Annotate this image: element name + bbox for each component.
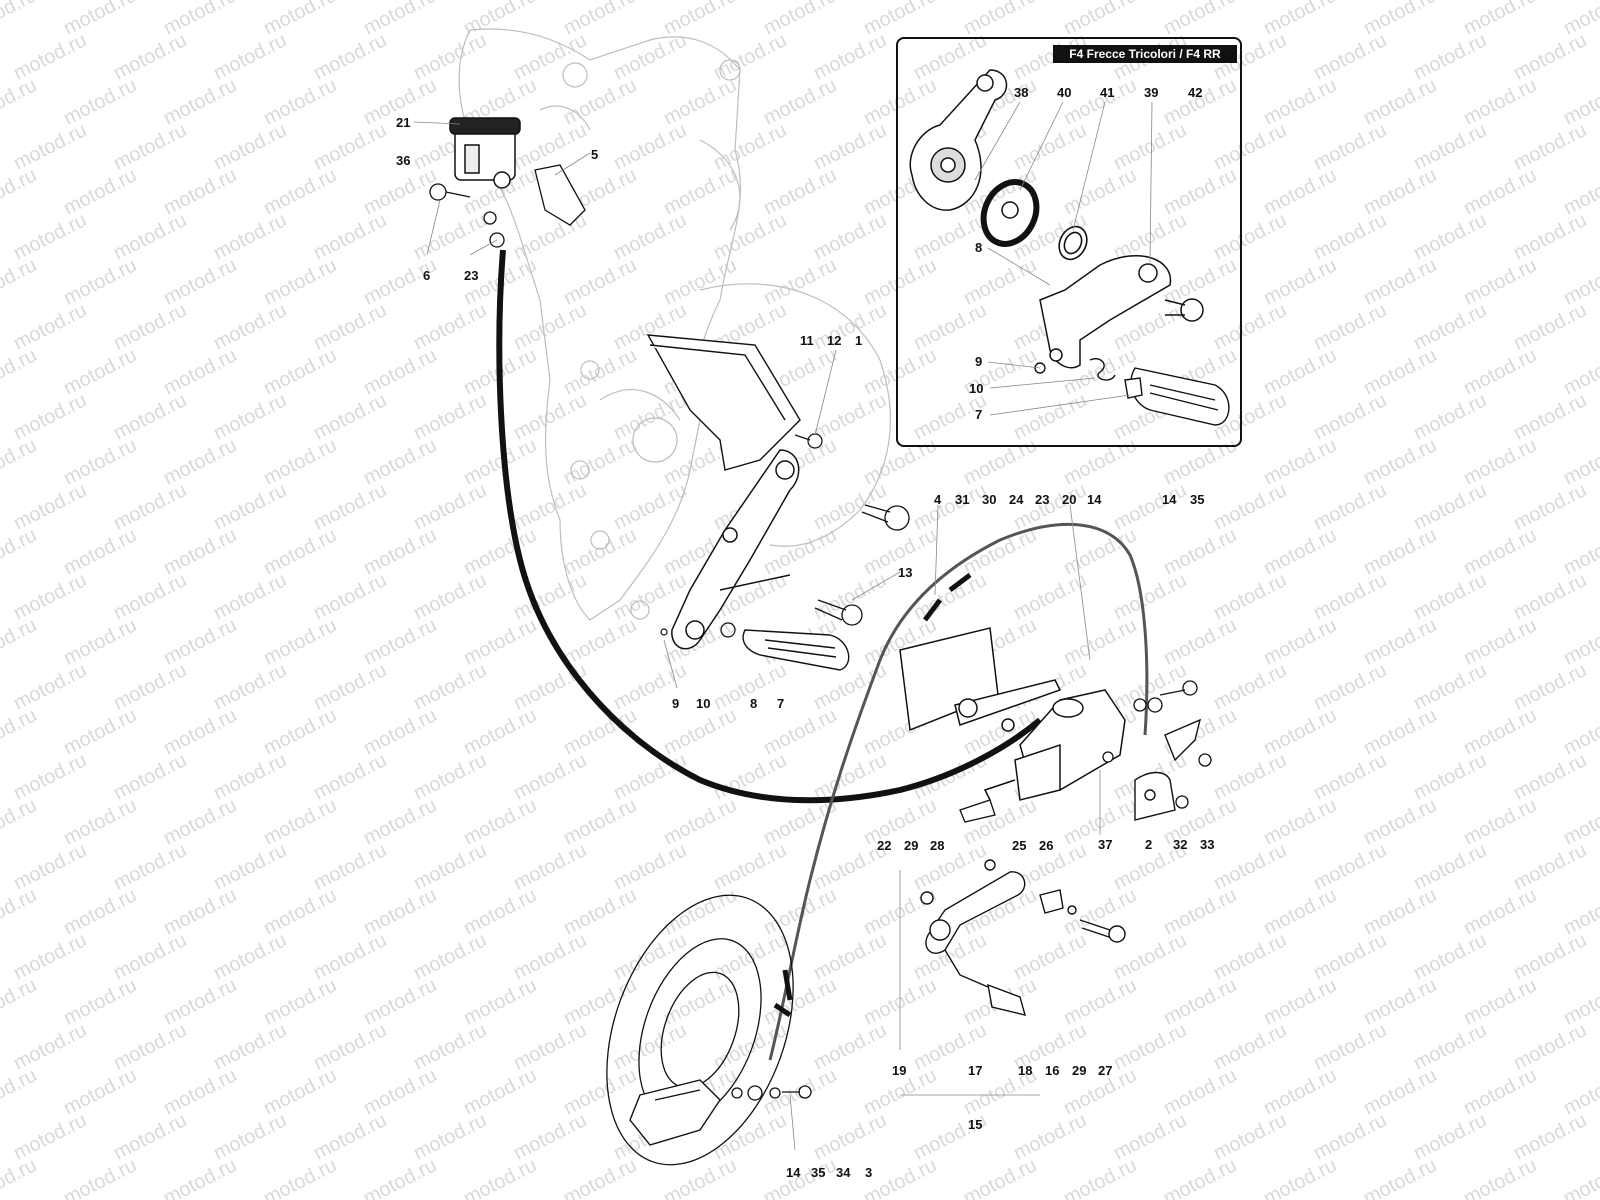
brake-pedal <box>920 859 1126 1016</box>
label-17: 17 <box>968 1063 983 1078</box>
label-21: 21 <box>396 115 411 130</box>
inset-footpeg-mount <box>1039 255 1172 369</box>
footpeg <box>742 629 850 671</box>
inset-label-7: 7 <box>975 407 983 422</box>
label-37: 37 <box>1098 837 1113 852</box>
label-14c: 14 <box>786 1165 801 1180</box>
caliper-banjo <box>731 1085 812 1101</box>
inset-seal-ring <box>980 179 1040 247</box>
reservoir-screw <box>429 183 471 201</box>
label-34: 34 <box>836 1165 851 1180</box>
inset-frame <box>896 37 1242 447</box>
label-23b: 23 <box>1035 492 1050 507</box>
inset-pivot-bolt <box>1164 298 1204 322</box>
label-16: 16 <box>1045 1063 1060 1078</box>
label-18: 18 <box>1018 1063 1033 1078</box>
small-spring-left <box>660 622 736 638</box>
label-3: 3 <box>865 1165 873 1180</box>
label-11: 11 <box>800 333 814 348</box>
label-19: 19 <box>892 1063 907 1078</box>
label-26: 26 <box>1039 838 1054 853</box>
label-35: 35 <box>1190 492 1205 507</box>
inset-label-10: 10 <box>969 381 984 396</box>
inset-footpeg <box>1124 367 1230 426</box>
guard-screw <box>794 433 823 449</box>
heel-guard <box>646 334 801 471</box>
leader-lines <box>413 121 1101 1151</box>
label-9: 9 <box>672 696 680 711</box>
label-28: 28 <box>930 838 945 853</box>
cylinder-fasteners <box>959 680 1212 823</box>
braided-cable <box>768 522 1149 1061</box>
label-35b: 35 <box>811 1165 826 1180</box>
label-12: 12 <box>827 333 842 348</box>
inset-label-39: 39 <box>1144 85 1159 100</box>
label-29b: 29 <box>1072 1063 1087 1078</box>
reservoir-bracket <box>534 164 586 226</box>
label-2: 2 <box>1145 837 1153 852</box>
inset-label-42: 42 <box>1188 85 1203 100</box>
inset-label-8: 8 <box>975 240 983 255</box>
inset-label-40: 40 <box>1057 85 1072 100</box>
label-22: 22 <box>877 838 892 853</box>
inset-spring <box>1034 358 1116 381</box>
label-10: 10 <box>696 696 711 711</box>
label-7: 7 <box>777 696 785 711</box>
label-1: 1 <box>855 333 863 348</box>
brake-disc <box>606 894 794 1166</box>
reservoir-hose <box>496 249 1042 804</box>
label-6: 6 <box>423 268 431 283</box>
master-cylinder-bracket <box>1134 718 1202 821</box>
label-20: 20 <box>1062 492 1077 507</box>
label-27: 27 <box>1098 1063 1113 1078</box>
inset-label-38: 38 <box>1014 85 1029 100</box>
label-32: 32 <box>1173 837 1188 852</box>
label-14: 14 <box>1087 492 1102 507</box>
inset-bearing <box>1058 225 1088 261</box>
inset-title: F4 Frecce Tricolori / F4 RR <box>1053 45 1237 63</box>
brake-fluid-reservoir <box>449 117 521 189</box>
footpeg-bracket <box>671 449 800 650</box>
label-23: 23 <box>464 268 479 283</box>
label-15: 15 <box>968 1117 983 1132</box>
label-5: 5 <box>591 147 599 162</box>
inset-label-41: 41 <box>1100 85 1115 100</box>
label-8: 8 <box>750 696 758 711</box>
bracket-bolts <box>814 504 910 626</box>
label-24: 24 <box>1009 492 1024 507</box>
label-31: 31 <box>955 492 970 507</box>
master-cylinder <box>899 627 1126 801</box>
frame-outline <box>458 28 891 621</box>
label-13: 13 <box>898 565 913 580</box>
label-14b: 14 <box>1162 492 1177 507</box>
inset-leader-lines <box>974 101 1153 416</box>
brake-caliper <box>629 1079 721 1146</box>
label-25: 25 <box>1012 838 1027 853</box>
label-29: 29 <box>904 838 919 853</box>
inset-footpeg-bracket <box>909 69 1019 219</box>
label-36: 36 <box>396 153 411 168</box>
cable-sleeves <box>773 573 972 1018</box>
label-30: 30 <box>982 492 997 507</box>
inset-label-9: 9 <box>975 354 983 369</box>
label-4: 4 <box>934 492 942 507</box>
label-33: 33 <box>1200 837 1215 852</box>
